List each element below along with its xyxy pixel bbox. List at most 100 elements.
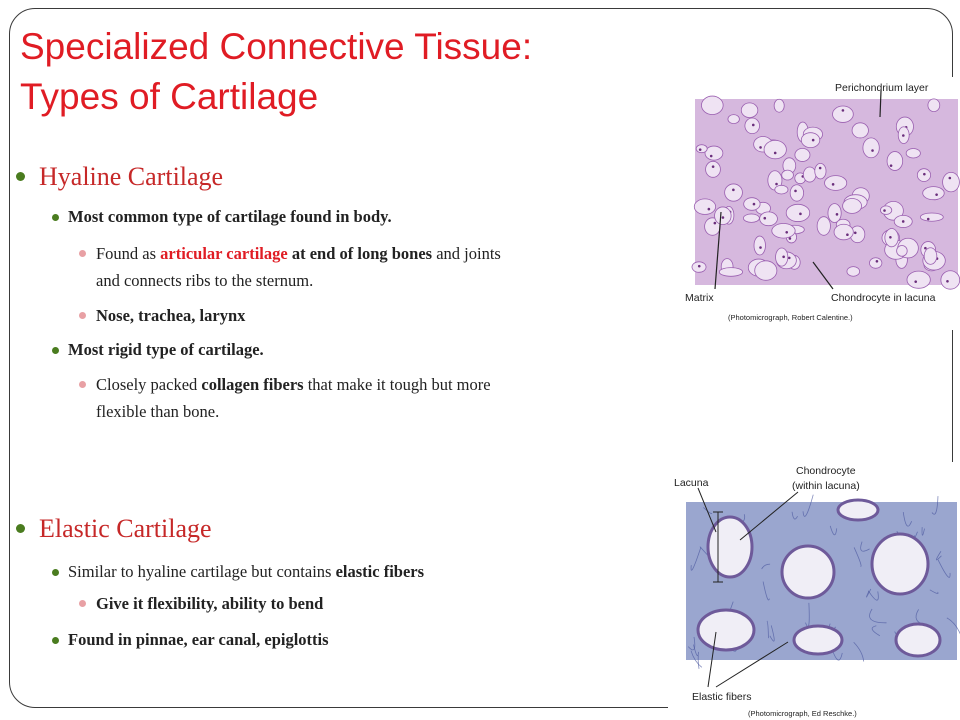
lacuna [781, 169, 794, 181]
hyaline-cartilage-micrograph: Perichondrium layer Matrix Chondrocyte i… [673, 77, 960, 330]
collagen-fibers-term: collagen fibers [201, 375, 304, 394]
title-line-1: Specialized Connective Tissue: [20, 26, 533, 67]
lacuna [763, 139, 787, 160]
nucleus [788, 237, 792, 240]
lacuna [906, 270, 931, 289]
elastic-fibers-term: elastic fibers [335, 562, 425, 581]
nucleus [901, 220, 905, 223]
long-bones-term: at end of long bones [287, 244, 433, 263]
label-matrix: Matrix [685, 292, 714, 304]
lacuna [754, 260, 778, 281]
elastic-fiber [866, 588, 872, 598]
nucleus [846, 233, 849, 237]
label-chondrocyte: Chondrocyte [796, 465, 856, 477]
lacuna [894, 622, 942, 658]
nucleus [752, 202, 756, 206]
bullet-icon [79, 600, 86, 607]
bullet-icon [79, 250, 86, 257]
chondrocyte-cells [691, 95, 960, 290]
lacuna [896, 245, 908, 257]
elastic-fiber [703, 507, 713, 514]
nucleus [721, 216, 725, 219]
lacuna [862, 137, 880, 159]
nucleus [707, 207, 711, 211]
lacuna [774, 184, 789, 195]
lacuna [744, 117, 760, 135]
lacuna [922, 186, 945, 201]
elastic-fiber [929, 589, 939, 594]
nucleus [914, 280, 918, 283]
nucleus [782, 255, 785, 259]
lacuna [701, 95, 724, 115]
nucleus [698, 148, 702, 151]
nucleus [924, 246, 927, 250]
nucleus [831, 183, 835, 186]
hyaline-point-1: Most common type of cartilage found in b… [52, 206, 392, 228]
elastic-fiber [829, 525, 838, 536]
lacuna [771, 223, 796, 239]
lacuna [927, 98, 941, 113]
lacuna [718, 267, 744, 277]
hyaline-sub-3: Closely packed collagen fibers that make… [79, 371, 656, 425]
elastic-fiber [690, 650, 703, 668]
nucleus [902, 134, 905, 137]
bullet-icon [16, 524, 25, 533]
nucleus [709, 154, 713, 158]
nucleus [835, 213, 839, 216]
bullet-icon [52, 569, 59, 576]
elastic-point-2: Found in pinnae, ear canal, epiglottis [52, 629, 329, 651]
nucleus [923, 172, 926, 176]
lacuna [940, 270, 960, 290]
elastic-fiber [871, 625, 880, 637]
elastic-heading: Elastic Cartilage [16, 514, 212, 544]
elastic-fiber [693, 644, 699, 657]
hyaline-point-2-text: Most rigid type of cartilage. [68, 340, 264, 359]
lacuna [705, 160, 721, 178]
lacuna [842, 198, 862, 214]
label-perichondrium: Perichondrium layer [835, 82, 929, 94]
bullet-icon [79, 381, 86, 388]
nucleus [883, 209, 886, 212]
lacuna [704, 145, 724, 161]
lacuna [792, 624, 844, 656]
lacuna [693, 198, 717, 215]
elastic-fiber [697, 655, 700, 669]
elastic-fiber [762, 581, 770, 601]
slide-border [9, 8, 953, 708]
bullet-icon [52, 347, 59, 354]
elastic-fiber [766, 620, 769, 639]
nucleus [799, 212, 802, 216]
lacuna [846, 266, 861, 277]
elastic-fiber [869, 608, 887, 624]
elastic-fiber [761, 563, 771, 570]
hyaline-sub-1: Found as articular cartilage at end of l… [79, 240, 676, 294]
elastic-cartilage-micrograph: Lacuna Chondrocyte (within lacuna) Elast… [668, 462, 960, 720]
nucleus [697, 264, 701, 268]
lacuna [851, 122, 869, 139]
elastic-point-1: Similar to hyaline cartilage but contain… [52, 561, 425, 583]
label-chondrocyte-lacuna: Chondrocyte in lacuna [831, 292, 936, 304]
elastic-fiber [860, 541, 870, 552]
elastic-sub-1: Give it flexibility, ability to bend [79, 590, 323, 617]
nucleus [763, 216, 767, 220]
lacuna [740, 102, 759, 118]
sub-text: Found as [96, 244, 161, 263]
hyaline-sub-2: Nose, trachea, larynx [79, 302, 245, 329]
lacuna [794, 147, 811, 162]
elastic-fiber [935, 551, 942, 561]
lacuna [706, 515, 754, 579]
lacuna [727, 114, 740, 125]
elastic-fiber [853, 641, 865, 662]
lacuna [714, 206, 732, 226]
lacuna [942, 171, 960, 193]
elastic-heading-text: Elastic Cartilage [39, 514, 212, 543]
nucleus [713, 221, 717, 225]
lacuna [800, 132, 821, 149]
nucleus [787, 256, 791, 260]
lacuna [832, 105, 854, 123]
hyaline-point-1-text: Most common type of cartilage found in b… [68, 207, 392, 226]
hyaline-heading: Hyaline Cartilage [16, 162, 223, 192]
slide-title: Specialized Connective Tissue: Types of … [20, 22, 532, 122]
lacuna [886, 151, 904, 171]
nucleus [871, 149, 874, 152]
